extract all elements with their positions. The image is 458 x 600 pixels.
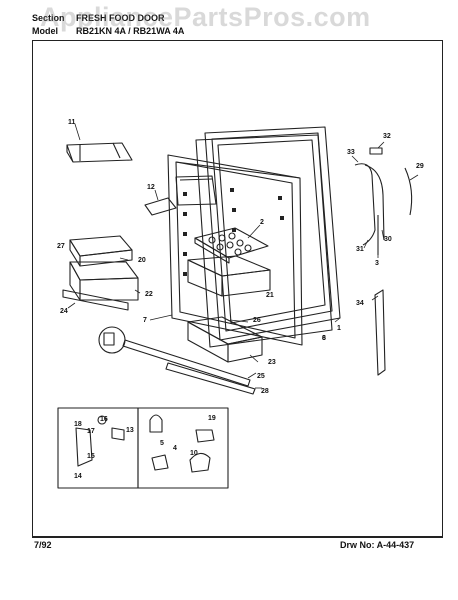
callout-1: 1 <box>337 325 341 332</box>
vertical-door-trim <box>374 289 386 376</box>
callout-6: 6 <box>322 335 326 342</box>
callout-11: 11 <box>68 119 76 126</box>
callout-2: 2 <box>260 219 264 226</box>
footer-divider <box>32 537 443 538</box>
callout-12: 12 <box>147 184 155 191</box>
callout-20: 20 <box>138 257 146 264</box>
callout-4: 4 <box>173 445 177 452</box>
callout-19: 19 <box>208 415 216 422</box>
section-value: FRESH FOOD DOOR <box>76 13 165 23</box>
door-gasket <box>195 134 333 348</box>
callout-30: 30 <box>384 236 392 243</box>
callout-24: 24 <box>60 308 68 315</box>
diagram-frame <box>32 40 443 537</box>
callout-23: 23 <box>268 359 276 366</box>
callout-15: 15 <box>87 453 95 460</box>
dairy-hinge-arm <box>144 197 177 216</box>
door-shelf-bottom <box>187 316 263 363</box>
callout-16: 16 <box>100 416 108 423</box>
header: Section FRESH FOOD DOOR Model RB21KN 4A / … <box>32 12 184 38</box>
callout-8: 8 <box>322 335 326 342</box>
dairy-door <box>66 142 133 163</box>
callout-29: 29 <box>416 163 424 170</box>
footer-date: 7/92 <box>34 540 52 550</box>
door-handle-parts <box>354 147 413 246</box>
egg-tray <box>194 227 269 264</box>
cam-detail-circle <box>98 326 126 354</box>
callout-27: 27 <box>57 243 65 250</box>
hinge-detail-box-left <box>57 407 139 489</box>
callout-leader-lines <box>67 123 419 389</box>
model-label: Model <box>32 26 58 36</box>
callout-25: 25 <box>257 373 265 380</box>
section-label: Section <box>32 13 65 23</box>
callout-10: 10 <box>190 450 198 457</box>
door-shelf-middle <box>187 255 271 297</box>
bottom-trim-strips <box>122 339 256 395</box>
door-inner-liner <box>167 154 303 346</box>
callout-33: 33 <box>347 149 355 156</box>
dairy-compartment <box>175 175 217 206</box>
callout-31: 31 <box>356 246 364 253</box>
shelf-retainer-bar <box>62 289 129 311</box>
callout-32: 32 <box>383 133 391 140</box>
callout-21: 21 <box>266 292 274 299</box>
callout-3: 3 <box>375 260 379 267</box>
hinge-detail-box-right <box>137 407 229 489</box>
callout-17: 17 <box>87 428 95 435</box>
liner-mounting-holes <box>183 188 284 276</box>
callout-22: 22 <box>145 291 153 298</box>
callout-18: 18 <box>74 421 82 428</box>
callout-14: 14 <box>74 473 82 480</box>
model-value: RB21KN 4A / RB21WA 4A <box>76 26 185 36</box>
callout-26: 26 <box>253 317 261 324</box>
callout-34: 34 <box>356 300 364 307</box>
door-bin-upper-left <box>69 235 133 267</box>
callout-7: 7 <box>143 317 147 324</box>
callout-28: 28 <box>261 388 269 395</box>
callout-5: 5 <box>160 440 164 447</box>
door-bin-lower-left <box>69 261 139 301</box>
callout-labels: 1234567810111213141516171819202122232425… <box>57 119 424 480</box>
watermark: AppliancePartsPros.com <box>40 2 371 32</box>
callout-13: 13 <box>126 427 134 434</box>
drawing-number: Drw No: A-44-437 <box>340 540 415 550</box>
